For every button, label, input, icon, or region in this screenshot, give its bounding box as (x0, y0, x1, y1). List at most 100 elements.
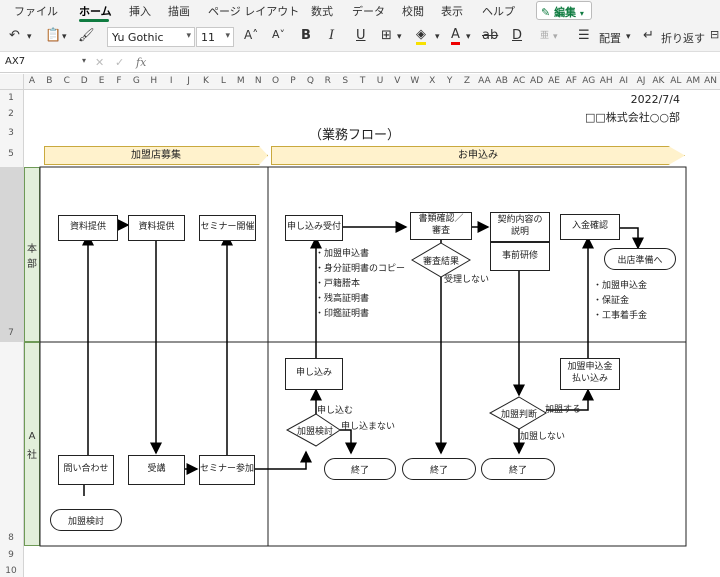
row-8-label[interactable]: 8 (8, 533, 14, 543)
row-1-label[interactable]: 1 (8, 93, 14, 103)
merge-icon[interactable]: ⊟ (710, 28, 720, 41)
column-J-label[interactable]: J (187, 76, 190, 86)
column-AN-label[interactable]: AN (704, 76, 718, 86)
menu-draw[interactable]: 描画 (168, 5, 190, 18)
column-AL-label[interactable]: AL (670, 76, 682, 86)
row-2-label[interactable]: 2 (8, 109, 14, 119)
layout-dropdown-icon[interactable]: ▾ (626, 32, 631, 42)
column-AF-label[interactable]: AF (565, 76, 578, 86)
menu-review[interactable]: 校閲 (402, 5, 424, 18)
decrease-font-icon[interactable]: A˅ (272, 28, 286, 41)
node-end1: 終了 (324, 458, 396, 480)
font-size-value: 11 (201, 31, 215, 44)
borders-icon[interactable]: ⊞ (381, 28, 392, 43)
column-O-label[interactable]: O (272, 76, 280, 86)
enter-icon[interactable]: ✓ (115, 56, 125, 69)
row-7-label[interactable]: 7 (8, 328, 14, 338)
column-B-label[interactable]: B (46, 76, 53, 86)
column-P-label[interactable]: P (290, 76, 296, 86)
row-5-label[interactable]: 5 (8, 149, 14, 159)
wrap-text-button[interactable]: 折り返す (661, 32, 705, 45)
menu-page-layout[interactable]: ページ レイアウト (208, 5, 300, 18)
column-M-label[interactable]: M (236, 76, 245, 86)
underline-button[interactable]: U (356, 28, 366, 43)
paste-dropdown-icon[interactable]: ▾ (62, 32, 67, 42)
column-AA-label[interactable]: AA (478, 76, 491, 86)
column-I-label[interactable]: I (169, 76, 173, 86)
column-R-label[interactable]: R (324, 76, 331, 86)
column-U-label[interactable]: U (376, 76, 384, 86)
column-AJ-label[interactable]: AJ (636, 76, 646, 86)
chevron-down-icon: ▾ (81, 56, 86, 65)
row-3-label[interactable]: 3 (8, 128, 14, 138)
column-Y-label[interactable]: Y (446, 76, 453, 86)
cancel-icon[interactable]: ✕ (95, 56, 105, 69)
align-icon[interactable]: ☰ (578, 28, 590, 43)
formula-input[interactable] (155, 55, 720, 71)
select-all-button[interactable] (0, 74, 24, 90)
column-Q-label[interactable]: Q (306, 76, 314, 86)
insert-function-button[interactable]: fx (136, 56, 147, 69)
name-box[interactable]: AX7 ▾ (2, 55, 88, 71)
note-join-no: 加盟しない (520, 432, 566, 442)
column-AG-label[interactable]: AG (582, 76, 596, 86)
phonetic-dropdown-icon[interactable]: ▾ (553, 32, 558, 42)
menu-insert[interactable]: 挿入 (129, 5, 151, 18)
row-9-label[interactable]: 9 (8, 550, 14, 560)
wrap-text-icon[interactable]: ↵ (643, 28, 654, 43)
column-AD-label[interactable]: AD (530, 76, 544, 86)
node-a-apply: 申し込み (285, 358, 343, 390)
menu-home[interactable]: ホーム (79, 5, 112, 18)
column-X-label[interactable]: X (429, 76, 436, 86)
fill-dropdown-icon[interactable]: ▾ (435, 32, 440, 42)
column-K-label[interactable]: K (203, 76, 209, 86)
column-H-label[interactable]: H (150, 76, 158, 86)
font-name-select[interactable]: Yu Gothic ▾ (107, 27, 195, 47)
column-V-label[interactable]: V (394, 76, 401, 86)
layout-button[interactable]: 配置 (599, 32, 621, 45)
phonetic-icon[interactable]: 亜 (540, 31, 550, 41)
column-G-label[interactable]: G (132, 76, 140, 86)
font-color-dropdown-icon[interactable]: ▾ (466, 32, 471, 42)
bold-button[interactable]: B (301, 28, 311, 43)
italic-button[interactable]: I (329, 28, 335, 43)
column-Z-label[interactable]: Z (463, 76, 471, 86)
docs-list: ・加盟申込書 ・身分証明書のコピー ・戸籍謄本 ・残高証明書 ・印鑑証明書 (315, 247, 405, 322)
column-S-label[interactable]: S (342, 76, 349, 86)
increase-font-icon[interactable]: A˄ (244, 28, 259, 42)
column-D-label[interactable]: D (80, 76, 88, 86)
menu-help[interactable]: ヘルプ (482, 5, 515, 18)
font-color-icon[interactable]: A (451, 28, 460, 45)
column-AC-label[interactable]: AC (513, 76, 526, 86)
column-W-label[interactable]: W (410, 76, 420, 86)
borders-dropdown-icon[interactable]: ▾ (397, 32, 402, 42)
column-AH-label[interactable]: AH (599, 76, 613, 86)
column-F-label[interactable]: F (116, 76, 122, 86)
format-painter-icon[interactable]: 🖌 (78, 28, 95, 43)
column-L-label[interactable]: L (220, 76, 226, 86)
fill-color-icon[interactable]: ◈ (416, 28, 426, 45)
undo-icon[interactable]: ↶ (9, 28, 20, 43)
column-T-label[interactable]: T (359, 76, 366, 86)
strikethrough-button[interactable]: ab (482, 28, 499, 43)
double-underline-button[interactable]: D (512, 28, 523, 43)
paste-icon[interactable]: 📋 (45, 28, 62, 43)
column-A-label[interactable]: A (28, 76, 36, 86)
menu-formulas[interactable]: 数式 (311, 5, 333, 18)
edit-mode-button[interactable]: ✎ 編集 ▾ (536, 1, 592, 20)
column-AI-label[interactable]: AI (619, 76, 628, 86)
node-hq-payment-check: 入金確認 (560, 214, 620, 240)
column-E-label[interactable]: E (98, 76, 105, 86)
column-AB-label[interactable]: AB (495, 76, 508, 86)
column-AE-label[interactable]: AE (548, 76, 560, 86)
column-N-label[interactable]: N (254, 76, 262, 86)
column-AM-label[interactable]: AM (686, 76, 701, 86)
menu-data[interactable]: データ (352, 5, 385, 18)
row-10-label[interactable]: 10 (5, 566, 17, 576)
column-C-label[interactable]: C (63, 76, 70, 86)
column-AK-label[interactable]: AK (652, 76, 665, 86)
menu-file[interactable]: ファイル (14, 5, 58, 18)
font-size-select[interactable]: 11 ▾ (196, 27, 234, 47)
menu-view[interactable]: 表示 (441, 5, 463, 18)
undo-dropdown-icon[interactable]: ▾ (27, 32, 32, 42)
